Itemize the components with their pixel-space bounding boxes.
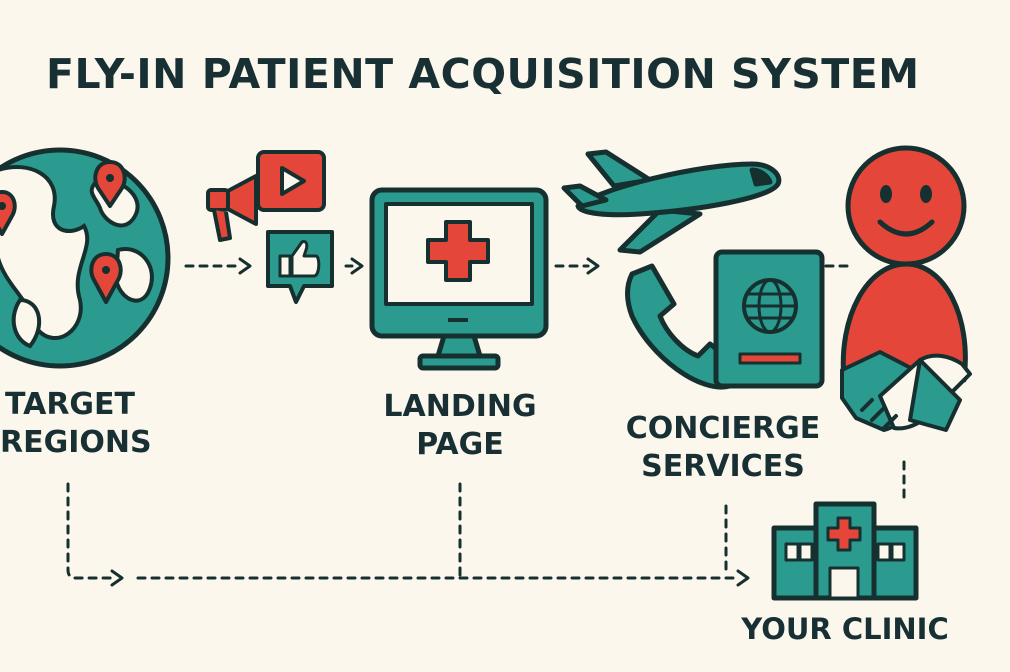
- airplane-icon: [561, 149, 782, 255]
- map-pin-icon: [0, 160, 127, 304]
- target-regions-label: TARGET REGIONS: [0, 386, 152, 462]
- concierge-services-label: CONCIERGE SERVICES: [618, 410, 828, 486]
- globe-icon: [0, 147, 171, 369]
- medical-cross-icon: [426, 220, 490, 282]
- phone-icon: [625, 263, 745, 390]
- hospital-icon: [771, 501, 919, 601]
- concierge-line1: CONCIERGE: [625, 411, 821, 446]
- landing-page-label: LANDING PAGE: [380, 388, 540, 464]
- thumbs-up-icon: [266, 230, 334, 304]
- your-clinic-label: YOUR CLINIC: [738, 610, 952, 648]
- passport-icon: [713, 249, 825, 389]
- landing-page-line1: LANDING: [383, 389, 537, 424]
- smiley-person-icon: [840, 145, 968, 383]
- your-clinic-text: YOUR CLINIC: [741, 612, 949, 646]
- handshake-icon: [840, 350, 972, 432]
- diagram-title: FLY-IN PATIENT ACQUISITION SYSTEM: [46, 50, 920, 98]
- flow-connectors: [66, 264, 906, 580]
- landing-page-line2: PAGE: [416, 427, 504, 462]
- video-play-icon: [256, 150, 326, 212]
- connector-arrowheads: [110, 257, 750, 587]
- target-regions-line2: REGIONS: [0, 425, 152, 460]
- target-regions-line1: TARGET: [4, 387, 136, 422]
- concierge-line2: SERVICES: [641, 449, 805, 484]
